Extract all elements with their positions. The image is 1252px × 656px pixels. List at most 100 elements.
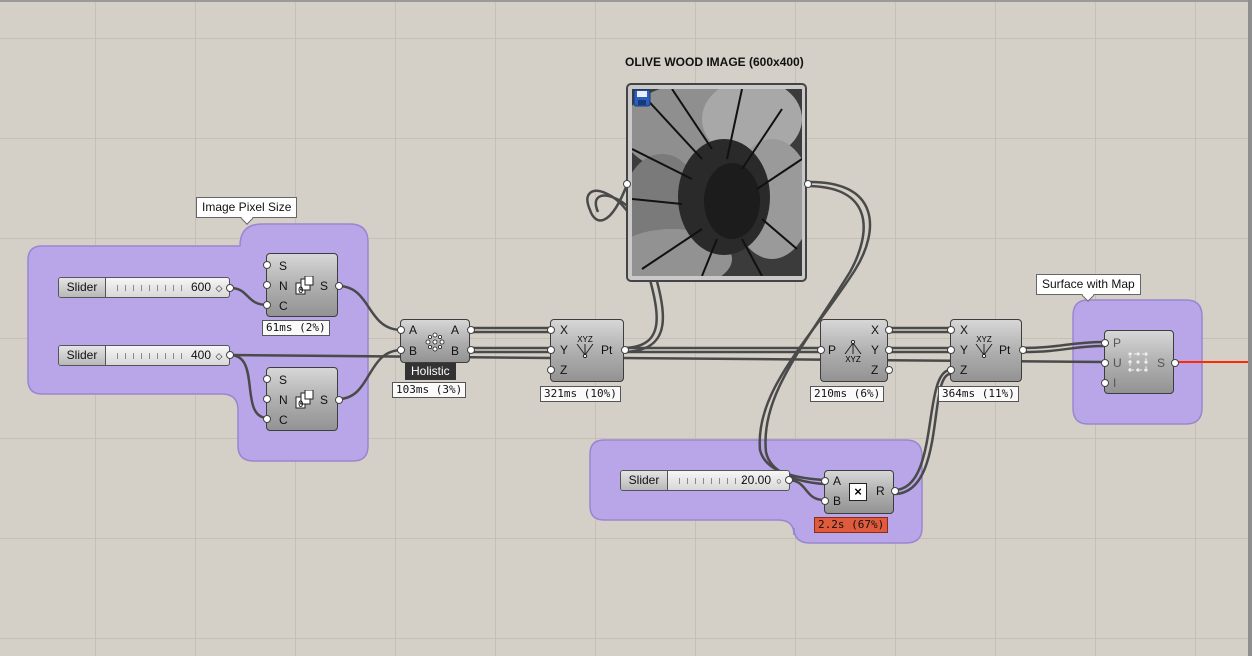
slider-width-diamond-icon[interactable]: ◇ (215, 283, 223, 293)
series-bottom-output-s[interactable]: S (320, 393, 329, 407)
construct-point-output-pt[interactable]: Pt (601, 343, 613, 357)
slider-factor-circle-icon[interactable]: ○ (776, 476, 782, 486)
surface-input-i[interactable]: I (1113, 376, 1117, 390)
construct-point-2-input-x[interactable]: X (960, 323, 969, 337)
image-panel-output-grip[interactable] (804, 180, 812, 188)
slider-width-track[interactable] (117, 285, 187, 291)
deconstruct-point-output-y[interactable]: Y (871, 343, 880, 357)
multiply-output-r[interactable]: R (876, 484, 885, 498)
series-top-grip-out[interactable] (335, 282, 343, 290)
cross-ref-input-a[interactable]: A (409, 323, 418, 337)
surface-input-u[interactable]: U (1113, 356, 1122, 370)
multiply-grip-b[interactable] (821, 497, 829, 505)
svg-text:0: 0 (298, 400, 303, 410)
construct2-grip-pt[interactable] (1019, 346, 1027, 354)
multiply-grip-a[interactable] (821, 477, 829, 485)
deconstruct-grip-y[interactable] (885, 346, 893, 354)
slider-factor-grip[interactable] (785, 476, 793, 484)
surface-grip-p[interactable] (1101, 339, 1109, 347)
series-top-input-s[interactable]: S (279, 259, 288, 273)
canvas-right-scrollbar[interactable] (1248, 0, 1252, 656)
slider-width-value: 600 (190, 280, 211, 294)
construct-grip-y[interactable] (547, 346, 555, 354)
deconstruct-grip-p[interactable] (817, 346, 825, 354)
construct2-grip-x[interactable] (947, 326, 955, 334)
slider-width[interactable]: Slider 600 ◇ (58, 277, 230, 298)
surface-from-points-icon (1127, 351, 1149, 373)
series-top-input-n[interactable]: N (279, 279, 288, 293)
deconstruct-point-component[interactable]: P X Y Z XYZ (820, 319, 888, 382)
olive-wood-image (632, 89, 802, 276)
image-panel[interactable] (623, 83, 812, 282)
construct-point-component-2[interactable]: X Y Z Pt XYZ (950, 319, 1022, 382)
surface-from-points-component[interactable]: P U I S (1104, 330, 1174, 394)
image-panel-input-grip[interactable] (623, 180, 631, 188)
surface-grip-u[interactable] (1101, 359, 1109, 367)
construct-grip-pt[interactable] (621, 346, 629, 354)
save-icon[interactable] (633, 89, 651, 107)
multiply-component[interactable]: A B R × (824, 470, 894, 514)
cross-ref-grip-a[interactable] (397, 326, 405, 334)
series-bottom-grip-out[interactable] (335, 396, 343, 404)
series-bottom-grip-n[interactable] (263, 395, 271, 403)
deconstruct-point-output-x[interactable]: X (871, 323, 880, 337)
slider-height[interactable]: Slider 400 ◇ (58, 345, 230, 366)
surface-input-p[interactable]: P (1113, 336, 1122, 350)
cross-ref-grip-out-b[interactable] (467, 346, 475, 354)
construct-point-input-z[interactable]: Z (560, 363, 568, 377)
series-bottom-grip-s[interactable] (263, 375, 271, 383)
slider-height-diamond-icon[interactable]: ◇ (215, 351, 223, 361)
series-icon: 0 (295, 275, 315, 296)
cross-reference-icon (425, 332, 445, 352)
slider-factor-value: 20.00 (740, 473, 771, 487)
surface-output-s[interactable]: S (1157, 356, 1166, 370)
series-bottom-input-s[interactable]: S (279, 373, 288, 387)
construct-point-component[interactable]: X Y Z Pt XYZ (550, 319, 624, 382)
slider-factor-label: Slider (621, 471, 668, 490)
construct-point-input-x[interactable]: X (560, 323, 569, 337)
series-component-top[interactable]: S N C S 0 (266, 253, 338, 317)
multiply-input-a[interactable]: A (833, 474, 842, 488)
construct-point-2-icon-label: XYZ (976, 335, 992, 344)
surface-grip-i[interactable] (1101, 379, 1109, 387)
slider-factor-track[interactable] (679, 478, 749, 484)
series-icon: 0 (295, 389, 315, 410)
cross-ref-output-b[interactable]: B (451, 344, 460, 358)
deconstruct-grip-x[interactable] (885, 326, 893, 334)
multiply-input-b[interactable]: B (833, 494, 842, 508)
series-component-bottom[interactable]: S N C S 0 (266, 367, 338, 431)
cross-reference-component[interactable]: A B A B (400, 319, 470, 363)
construct-point-2-input-y[interactable]: Y (960, 343, 969, 357)
cross-ref-output-a[interactable]: A (451, 323, 460, 337)
construct-grip-x[interactable] (547, 326, 555, 334)
construct-point-input-y[interactable]: Y (560, 343, 569, 357)
series-top-grip-s[interactable] (263, 261, 271, 269)
cross-ref-grip-out-a[interactable] (467, 326, 475, 334)
series-top-grip-n[interactable] (263, 281, 271, 289)
surface-grip-s[interactable] (1171, 359, 1179, 367)
deconstruct-point-input-p[interactable]: P (828, 343, 837, 357)
construct-grip-z[interactable] (547, 366, 555, 374)
series-top-output-s[interactable]: S (320, 279, 329, 293)
construct2-grip-y[interactable] (947, 346, 955, 354)
slider-factor[interactable]: Slider 20.00 ○ (620, 470, 790, 491)
series-top-grip-c[interactable] (263, 301, 271, 309)
deconstruct-grip-z[interactable] (885, 366, 893, 374)
construct-point-icon-label: XYZ (577, 335, 593, 344)
cross-ref-grip-b[interactable] (397, 346, 405, 354)
construct-point-2-input-z[interactable]: Z (960, 363, 968, 377)
slider-height-track[interactable] (117, 353, 187, 359)
slider-height-label: Slider (59, 346, 106, 365)
deconstruct-point-output-z[interactable]: Z (871, 363, 879, 377)
series-top-input-c[interactable]: C (279, 299, 288, 313)
slider-height-grip[interactable] (226, 351, 234, 359)
series-bottom-input-n[interactable]: N (279, 393, 288, 407)
series-bottom-grip-c[interactable] (263, 415, 271, 423)
cross-ref-input-b[interactable]: B (409, 344, 418, 358)
slider-width-grip[interactable] (226, 284, 234, 292)
series-bottom-input-c[interactable]: C (279, 413, 288, 427)
multiply-grip-r[interactable] (891, 487, 899, 495)
group-label-image-pixel-size: Image Pixel Size (196, 197, 298, 218)
construct-point-2-output-pt[interactable]: Pt (999, 343, 1011, 357)
construct2-grip-z[interactable] (947, 366, 955, 374)
